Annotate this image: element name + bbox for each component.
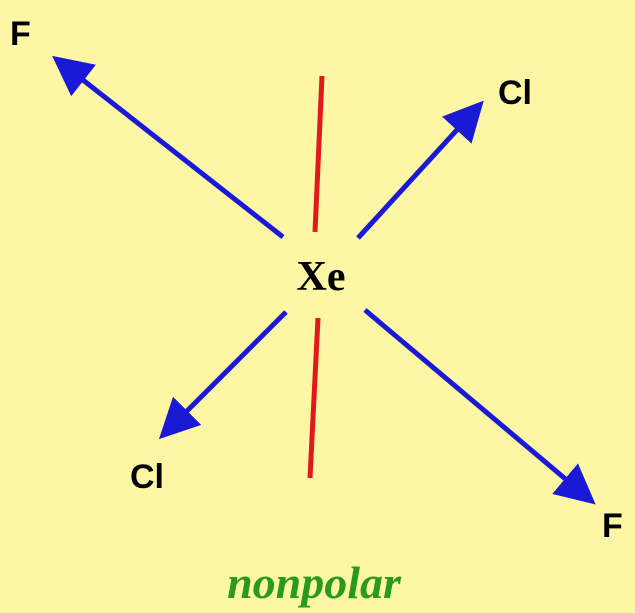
atom-label-cl-bottom-left: Cl [130, 458, 164, 496]
symmetry-line-upper [312, 75, 325, 233]
atom-label-cl-top-right: Cl [498, 74, 532, 112]
atom-label-f-top-left: F [10, 15, 31, 53]
atom-label-f-bottom-right: F [602, 507, 623, 545]
symmetry-line-lower [307, 317, 321, 479]
bond-arrow-f-bottom-right [363, 308, 596, 505]
bond-arrow-cl-top-right [356, 100, 484, 240]
center-atom-label: Xe [297, 254, 346, 300]
bond-arrow-cl-bottom-left [158, 310, 288, 440]
polarity-caption: nonpolar [227, 557, 402, 608]
bond-arrow-f-top-left [52, 55, 285, 239]
